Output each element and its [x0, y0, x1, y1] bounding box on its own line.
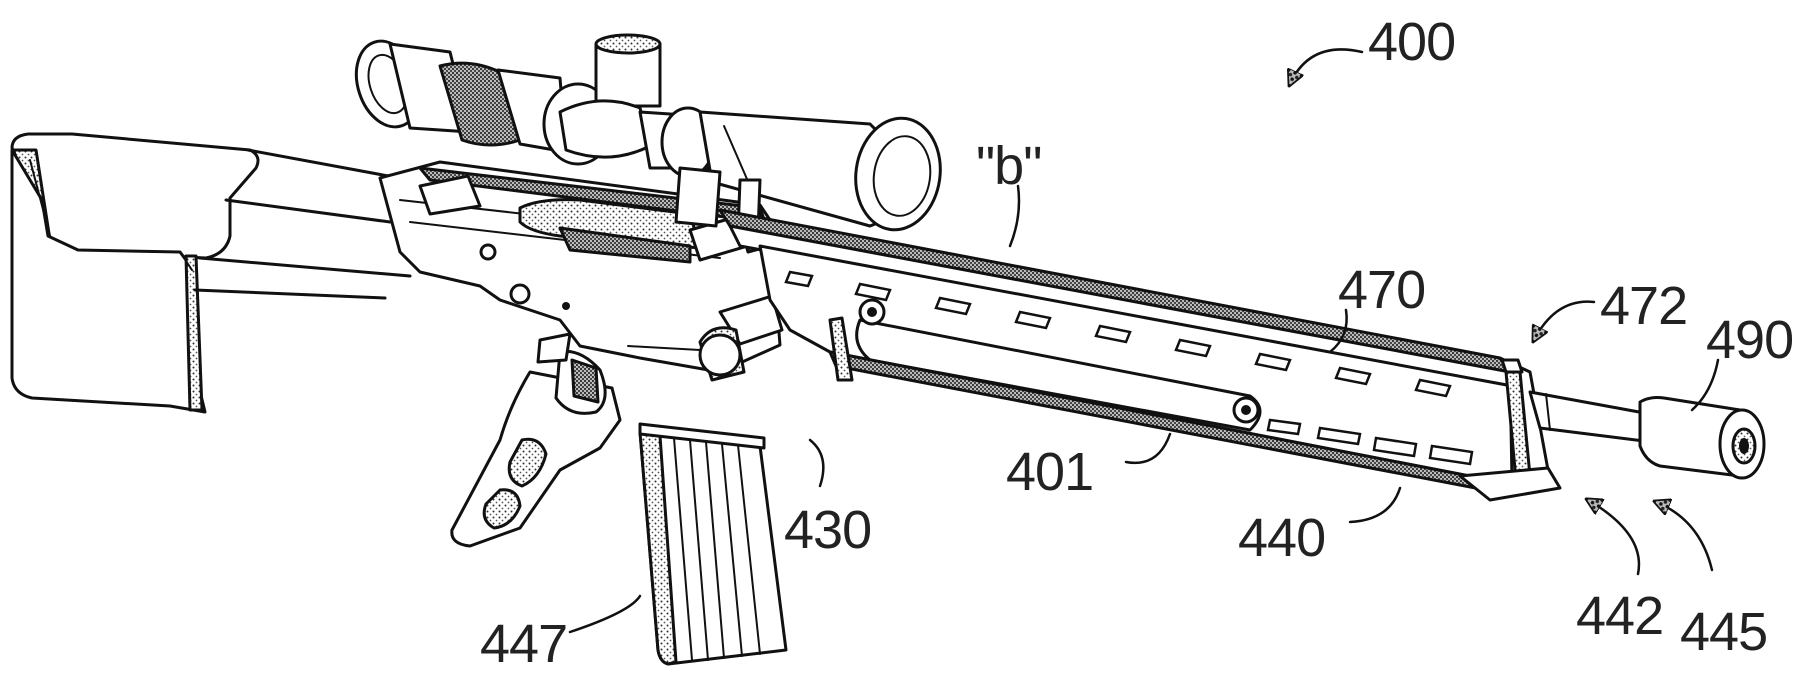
leader-445 — [1656, 502, 1714, 572]
leader-440 — [1348, 486, 1402, 524]
label-401: 401 — [1006, 442, 1093, 502]
magazine — [638, 422, 788, 666]
handguard — [718, 208, 1562, 502]
label-445: 445 — [1680, 602, 1767, 662]
grip-and-trigger — [450, 332, 622, 548]
leader-472 — [1534, 300, 1596, 340]
reference-labels: 400 "b" 470 472 490 401 430 440 442 445 … — [480, 12, 1794, 674]
leader-442 — [1588, 500, 1641, 576]
label-442: 442 — [1576, 586, 1663, 646]
barrel-and-muzzle-device — [1528, 390, 1766, 480]
leader-400 — [1290, 48, 1364, 84]
leader-b — [1008, 184, 1021, 248]
leader-401 — [1124, 432, 1172, 465]
label-470: 470 — [1338, 260, 1425, 320]
label-440: 440 — [1238, 508, 1325, 568]
label-472: 472 — [1600, 276, 1687, 336]
label-490: 490 — [1706, 310, 1793, 370]
leader-490 — [1690, 358, 1720, 412]
mlok-slots-lower — [1266, 418, 1474, 466]
leader-lines — [568, 48, 1720, 634]
label-400: 400 — [1368, 12, 1455, 72]
receiver — [378, 160, 784, 382]
label-447: 447 — [480, 614, 567, 674]
label-430: 430 — [784, 500, 871, 560]
rail-slots-upper — [784, 270, 1452, 398]
scope — [354, 33, 942, 234]
leader-430 — [808, 438, 825, 488]
leader-470 — [1328, 308, 1348, 354]
label-b: "b" — [976, 136, 1041, 196]
buttstock — [10, 132, 412, 414]
leader-447 — [568, 594, 642, 634]
